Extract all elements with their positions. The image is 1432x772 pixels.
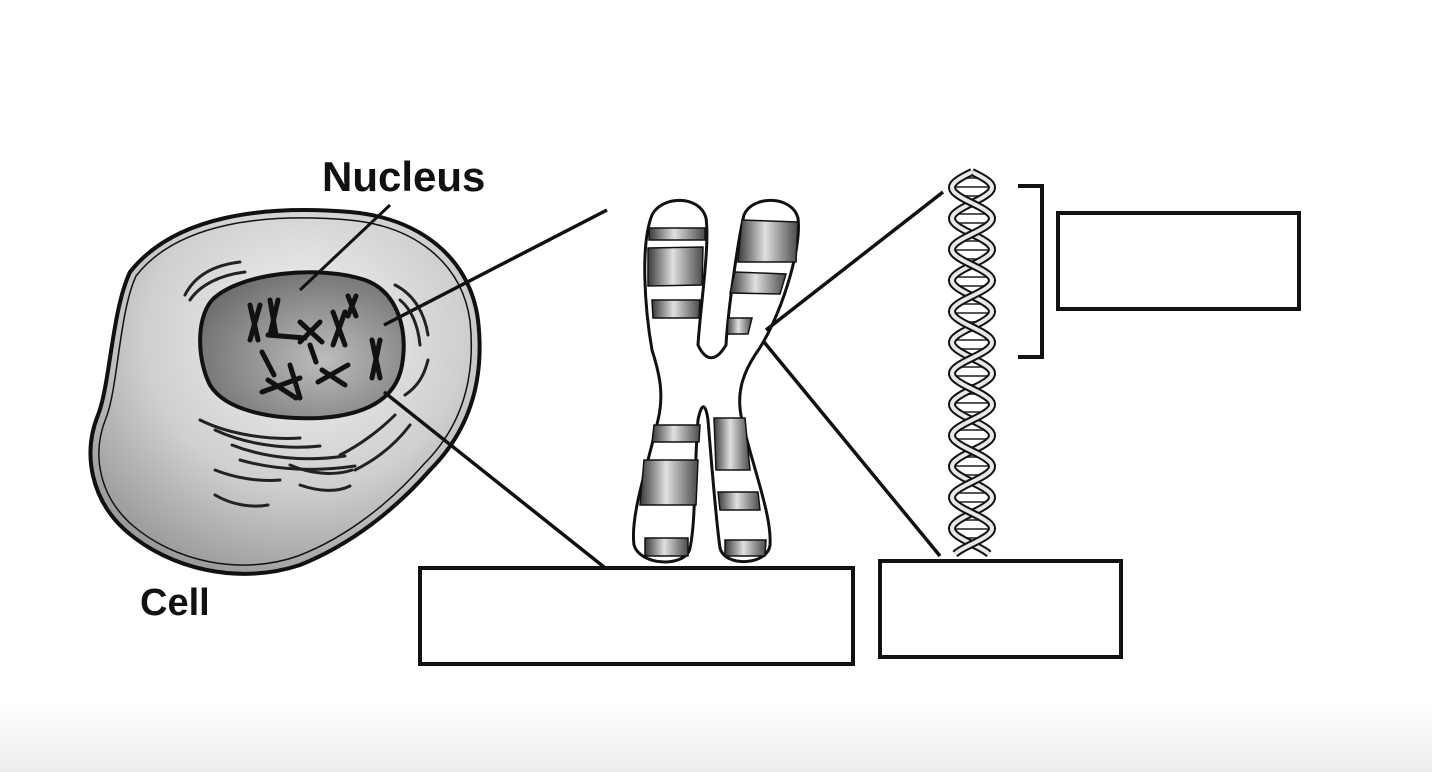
dna-answer-box[interactable] <box>878 559 1123 659</box>
zoom-line-upper <box>383 208 608 327</box>
cell-label: Cell <box>140 582 210 624</box>
cell-organelles <box>183 260 430 508</box>
chromosome-illustration <box>631 198 800 564</box>
cell-membrane-inner <box>98 217 473 566</box>
cell-illustration <box>88 208 482 576</box>
zoom-line-lower <box>382 390 606 569</box>
gene-bracket <box>1018 184 1044 359</box>
chromosome-answer-box[interactable] <box>418 566 855 666</box>
zoom-line-dna-upper <box>764 190 945 332</box>
nucleus-pointer-line <box>298 203 392 292</box>
dna-strand-2 <box>949 170 995 556</box>
nucleus-label: Nucleus <box>322 153 485 200</box>
dna-helix <box>947 168 997 558</box>
nucleus-chromosomes <box>247 293 383 401</box>
bottom-band <box>0 700 1432 772</box>
gene-answer-box[interactable] <box>1056 211 1301 311</box>
chromosome-bands <box>639 219 799 557</box>
zoom-line-dna-lower <box>762 340 942 558</box>
